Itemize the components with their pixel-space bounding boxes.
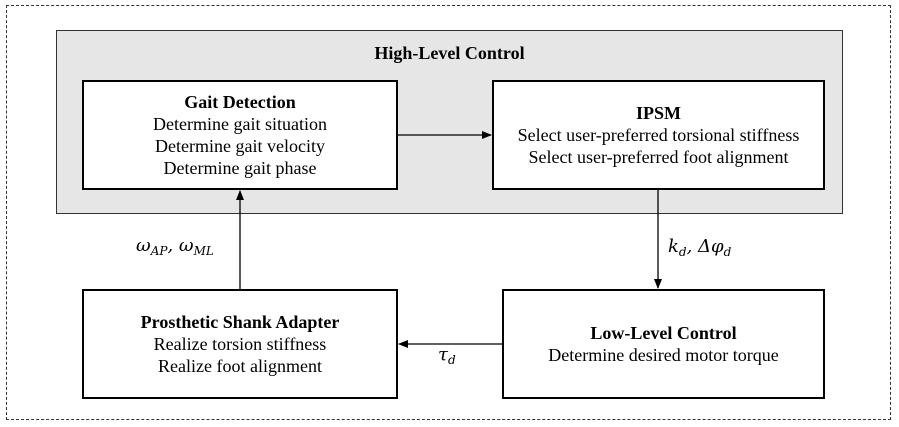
omega-ml-symbol: , ω (167, 235, 194, 256)
omega-signal-label: ωAP, ωML (136, 235, 214, 258)
gait-detection-title: Gait Detection (184, 92, 296, 112)
prosthetic-shank-adapter-line: Realize foot alignment (158, 356, 322, 376)
low-level-control-title: Low-Level Control (590, 323, 737, 343)
gait-detection-line: Determine gait situation (153, 114, 327, 134)
prosthetic-shank-adapter-box: Prosthetic Shank Adapter Realize torsion… (82, 289, 398, 399)
ipsm-box: IPSM Select user-preferred torsional sti… (492, 80, 825, 190)
prosthetic-shank-adapter-title: Prosthetic Shank Adapter (140, 312, 340, 332)
outer-dashed-frame (6, 5, 891, 420)
high-level-control-title: High-Level Control (374, 43, 525, 63)
stiffness-alignment-label: kd, Δφd (668, 236, 731, 259)
torque-label: τd (438, 344, 456, 367)
prosthetic-shank-adapter-line: Realize torsion stiffness (153, 334, 327, 354)
phi-subscript: d (723, 245, 732, 259)
ipsm-line: Select user-preferred torsional stiffnes… (517, 125, 800, 145)
tau-symbol: τ (438, 344, 448, 365)
phi-symbol: , Δφ (686, 236, 724, 257)
tau-subscript: d (447, 353, 456, 367)
kd-subscript: d (678, 245, 687, 259)
gait-detection-line: Determine gait phase (163, 158, 317, 178)
gait-detection-box: Gait Detection Determine gait situation … (82, 80, 398, 190)
omega-ap-symbol: ω (136, 235, 151, 256)
omega-ml-subscript: ML (193, 244, 214, 258)
low-level-control-line: Determine desired motor torque (548, 345, 779, 365)
low-level-control-box: Low-Level Control Determine desired moto… (502, 289, 825, 399)
ipsm-title: IPSM (636, 103, 681, 123)
gait-detection-line: Determine gait velocity (155, 136, 325, 156)
omega-ap-subscript: AP (150, 244, 168, 258)
ipsm-line: Select user-preferred foot alignment (528, 147, 789, 167)
kd-symbol: k (668, 236, 679, 257)
